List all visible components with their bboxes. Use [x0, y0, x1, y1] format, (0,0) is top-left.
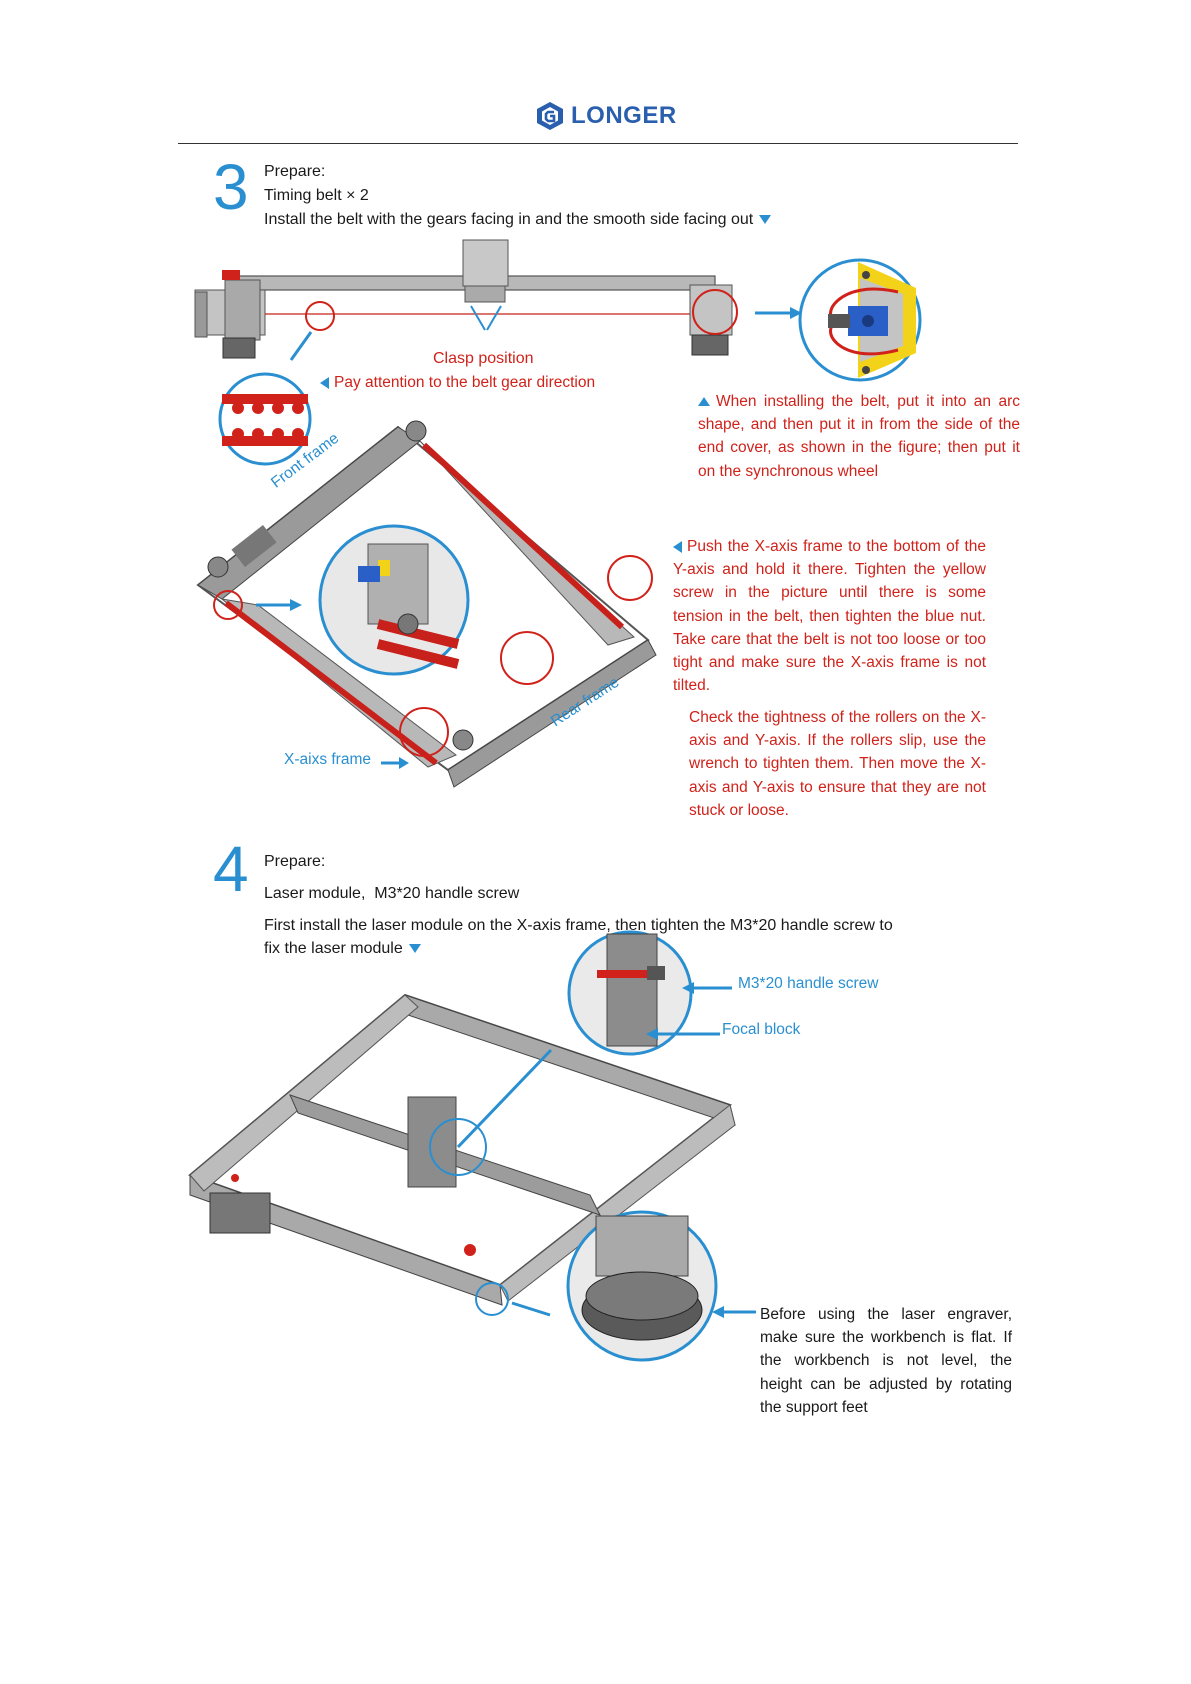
feet-note: Before using the laser engraver, make su…	[760, 1303, 1012, 1419]
screw-arrow	[682, 982, 732, 994]
x-axis-frame-label: X-aixs frame	[284, 751, 371, 769]
x-axis-arrow	[381, 757, 411, 769]
step-number: 4	[213, 837, 249, 901]
screw-label: M3*20 handle screw	[738, 975, 878, 993]
step-item: Timing belt × 2	[264, 184, 369, 207]
brand-logo: LONGER	[535, 98, 685, 134]
support-foot-detail	[566, 1210, 718, 1362]
triangle-up-icon	[698, 397, 710, 406]
triangle-left-icon	[320, 377, 329, 389]
step-instruction: Install the belt with the gears facing i…	[264, 208, 771, 231]
push-note: Push the X-axis frame to the bottom of t…	[673, 535, 986, 697]
step-instruction-line2: fix the laser module	[264, 937, 421, 960]
step-prepare: Prepare:	[264, 850, 325, 873]
focal-arrow	[646, 1028, 720, 1040]
brand-name: LONGER	[571, 102, 677, 130]
focal-label: Focal block	[722, 1021, 800, 1039]
triangle-down-icon	[759, 215, 771, 224]
end-cover-detail	[798, 258, 922, 382]
step-number: 3	[213, 155, 249, 219]
gear-note: Pay attention to the belt gear direction	[320, 374, 595, 392]
triangle-left-icon	[673, 541, 682, 553]
longer-logo-icon	[535, 101, 565, 131]
rollers-note: Check the tightness of the rollers on th…	[689, 706, 986, 822]
clasp-label: Clasp position	[433, 350, 534, 368]
header-rule	[178, 143, 1018, 144]
arc-note: When installing the belt, put it into an…	[698, 390, 1020, 483]
feet-arrow	[712, 1306, 756, 1318]
step-items: Laser module, M3*20 handle screw	[264, 882, 519, 905]
tension-screw-detail	[318, 524, 470, 676]
step-prepare: Prepare:	[264, 160, 325, 183]
triangle-down-icon	[409, 944, 421, 953]
